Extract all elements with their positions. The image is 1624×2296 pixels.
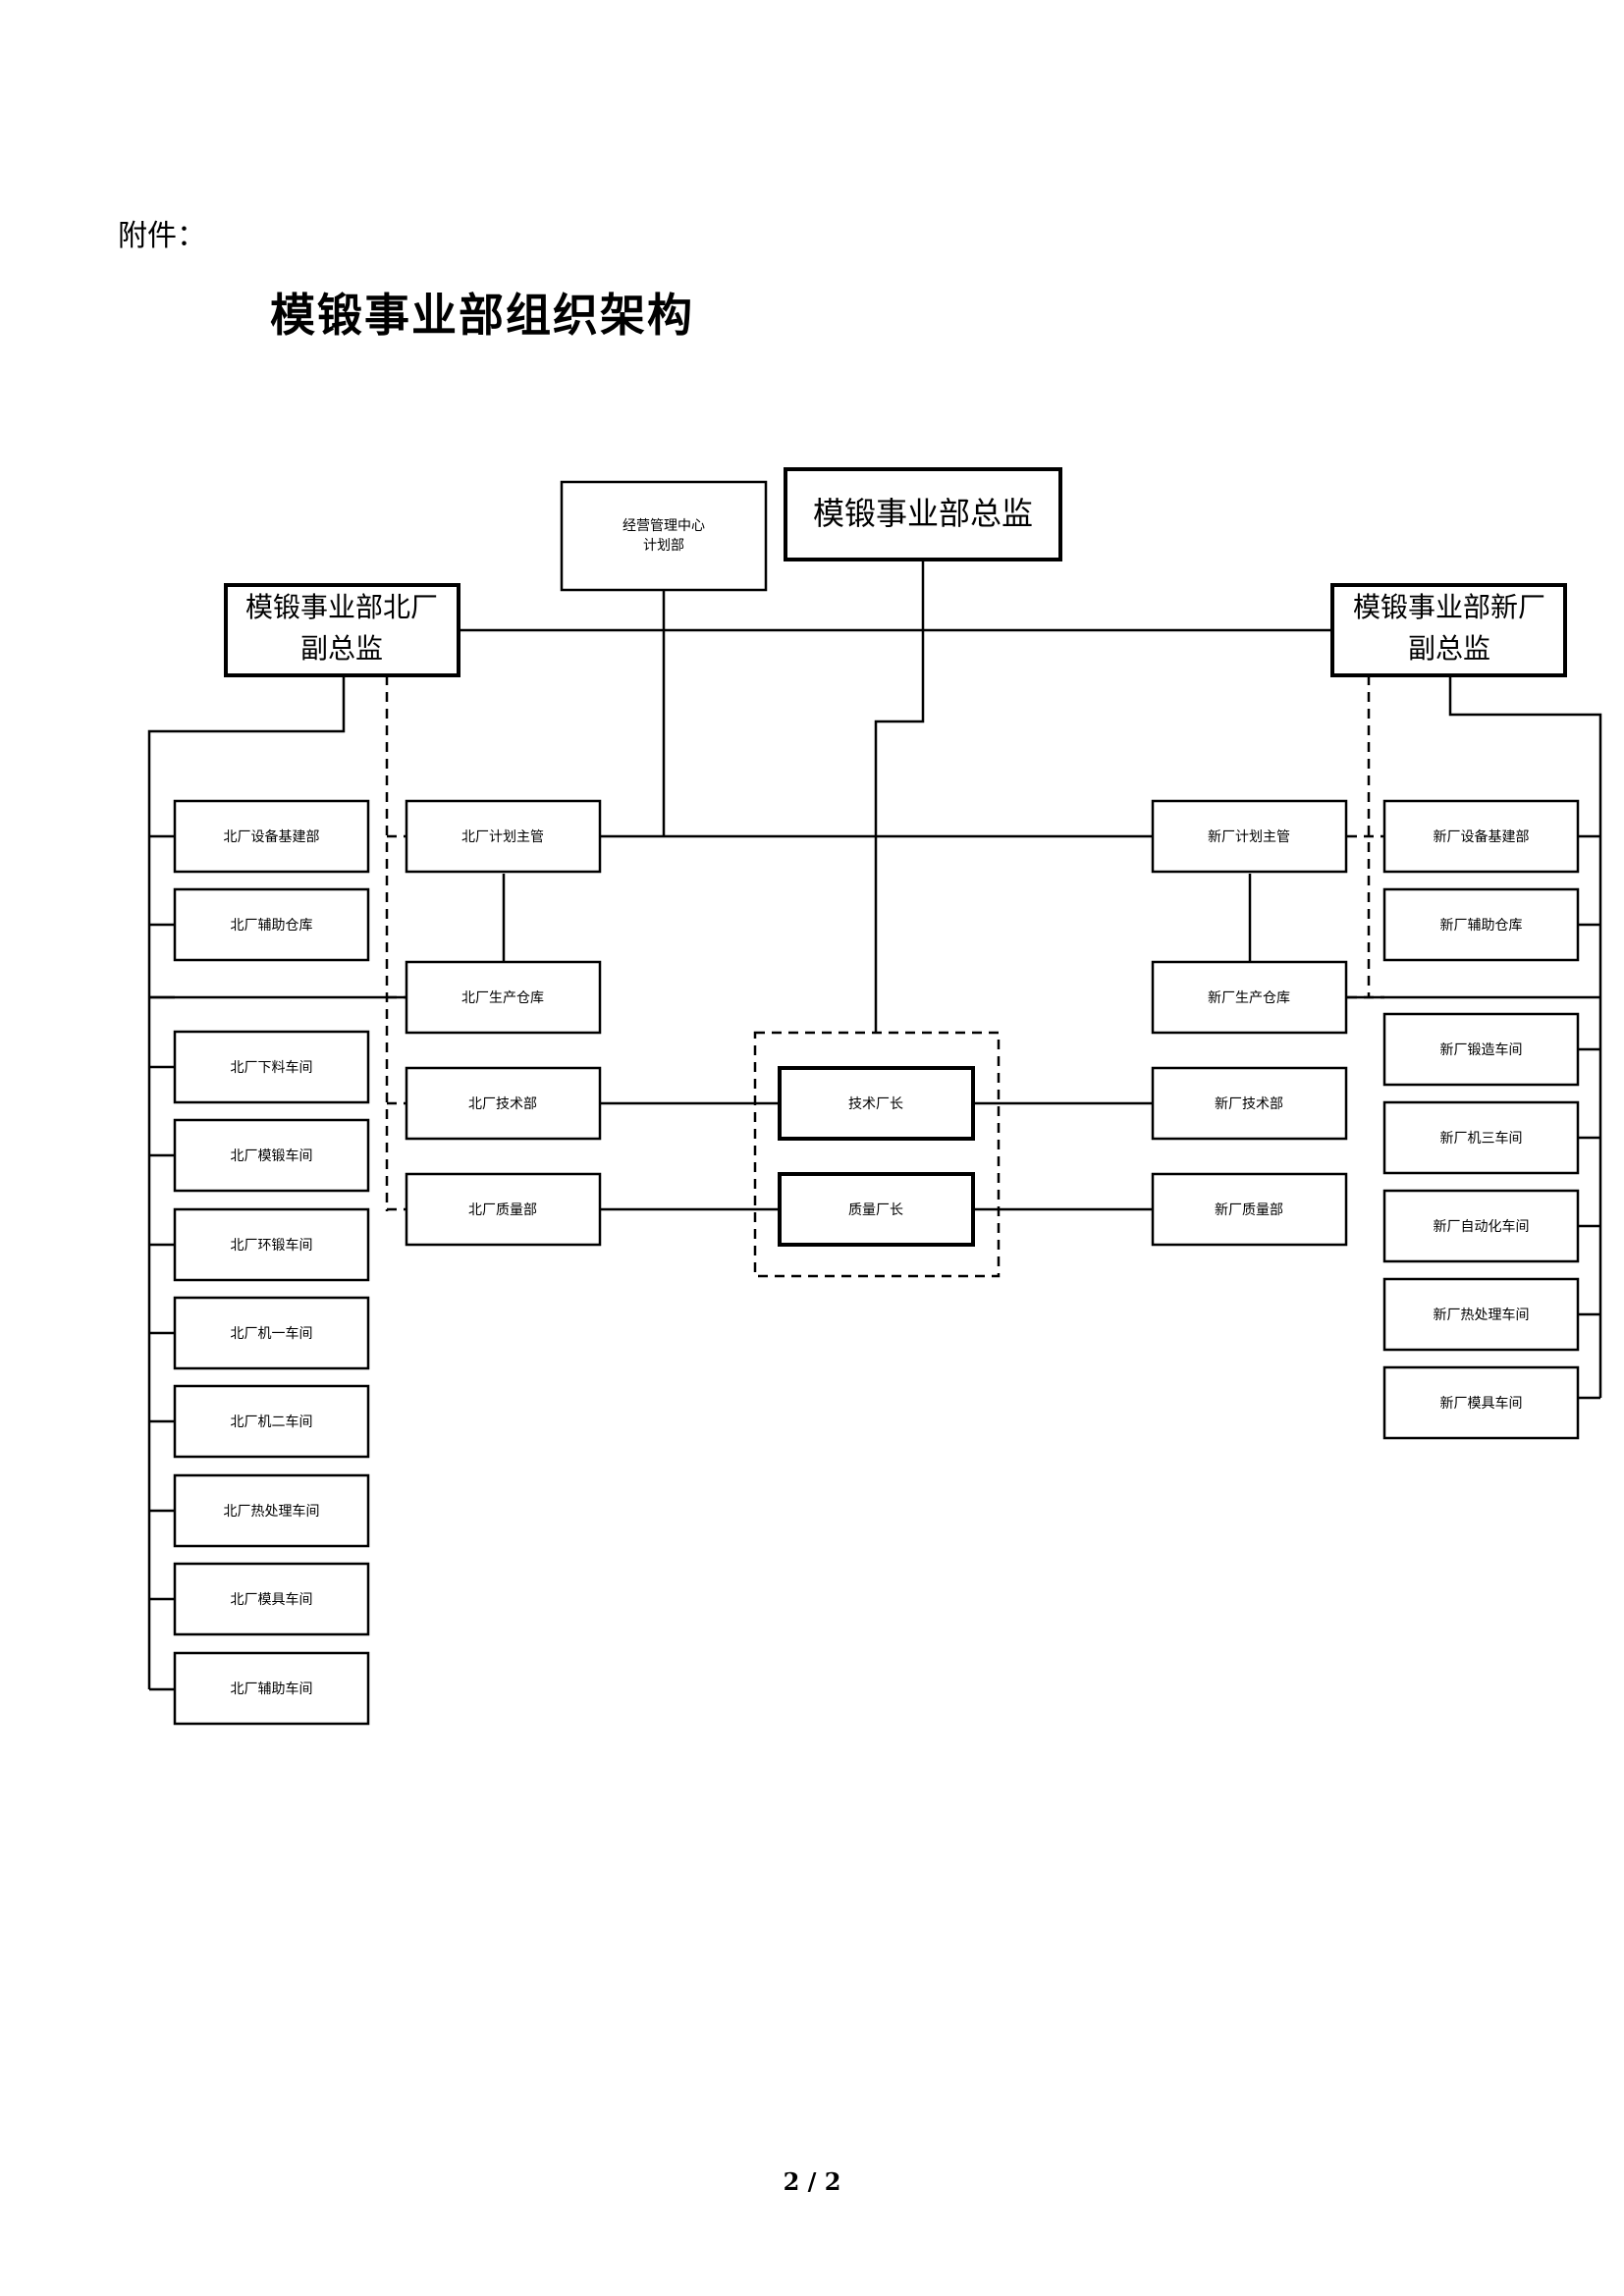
north-unit-list: 北厂设备基建部北厂辅助仓库北厂下料车间北厂模锻车间北厂环锻车间北厂机一车间北厂机… (173, 799, 370, 1726)
north-quality-label: 北厂质量部 (468, 1202, 537, 1218)
north-unit-label: 北厂模锻车间 (231, 1148, 313, 1164)
top-boxes (224, 467, 1567, 677)
new-unit-label: 新厂辅助仓库 (1440, 918, 1523, 934)
page-number: 2 / 2 (783, 2167, 841, 2196)
attachment-label: 附件： (118, 219, 206, 253)
page-title: 模锻事业部组织架构 (270, 289, 694, 342)
north-tech-label: 北厂技术部 (468, 1096, 537, 1112)
new-unit-box (1382, 799, 1580, 874)
north-unit-label: 北厂模具车间 (231, 1591, 313, 1608)
new-unit-label: 新厂模具车间 (1440, 1395, 1523, 1412)
north-tech-box (405, 1066, 602, 1141)
new-unit-label: 新厂设备基建部 (1434, 828, 1530, 845)
mgmt-center-label-2: 计划部 (643, 538, 684, 554)
north-unit-box (173, 1562, 370, 1636)
new-tech-box (1151, 1066, 1348, 1141)
new-unit-list: 新厂设备基建部新厂辅助仓库新厂锻造车间新厂机三车间新厂自动化车间新厂热处理车间新… (1382, 799, 1580, 1440)
new-unit-box (1382, 1189, 1580, 1263)
department-boxes (405, 799, 1348, 1247)
new-unit-label: 新厂锻造车间 (1440, 1041, 1523, 1058)
north-unit-box (173, 1651, 370, 1726)
north-warehouse-box (405, 960, 602, 1035)
new-unit-box (1382, 887, 1580, 962)
north-vp-label-1: 模锻事业部北厂 (245, 591, 438, 623)
new-plan-label: 新厂计划主管 (1208, 829, 1290, 845)
connector-lines (147, 561, 1602, 1691)
north-unit-label: 北厂机二车间 (231, 1414, 313, 1430)
new-vp-label-2: 副总监 (1408, 632, 1490, 665)
tech-director-label: 技术厂长 (848, 1096, 903, 1112)
new-unit-box (1382, 1012, 1580, 1087)
new-quality-box (1151, 1172, 1348, 1247)
new-unit-label: 新厂热处理车间 (1434, 1307, 1530, 1323)
director-to-bus-line (874, 601, 925, 1033)
north-unit-label: 北厂辅助仓库 (231, 918, 313, 934)
quality-director-box (778, 1172, 975, 1247)
new-unit-box (1382, 1277, 1580, 1352)
north-unit-box (173, 1473, 370, 1548)
mgmt-center-box (560, 480, 768, 592)
north-unit-label: 北厂环锻车间 (231, 1237, 313, 1254)
north-unit-box (173, 1384, 370, 1459)
north-vp-label-2: 副总监 (300, 632, 383, 665)
north-unit-label: 北厂辅助车间 (231, 1681, 313, 1697)
new-vp-spine-line (1448, 675, 1602, 1398)
north-plan-label: 北厂计划主管 (461, 829, 544, 845)
new-unit-box (1382, 1100, 1580, 1175)
north-quality-box (405, 1172, 602, 1247)
north-unit-box (173, 1207, 370, 1282)
factory-directors-group (753, 1031, 1001, 1278)
north-warehouse-label: 北厂生产仓库 (461, 990, 544, 1006)
north-unit-box (173, 1296, 370, 1370)
factory-director-boxes (778, 1066, 975, 1247)
quality-director-label: 质量厂长 (848, 1202, 903, 1218)
new-tech-label: 新厂技术部 (1215, 1096, 1283, 1112)
director-box (784, 467, 1062, 561)
tech-director-box (778, 1066, 975, 1141)
new-unit-box (1382, 1365, 1580, 1440)
director-label: 模锻事业部总监 (813, 495, 1033, 532)
new-vp-label-1: 模锻事业部新厂 (1353, 591, 1545, 623)
north-unit-label: 北厂机一车间 (231, 1325, 313, 1342)
north-unit-label: 北厂设备基建部 (224, 828, 320, 845)
mgmt-center-label-1: 经营管理中心 (623, 518, 705, 534)
new-plan-box (1151, 799, 1348, 874)
new-unit-label: 新厂机三车间 (1440, 1130, 1523, 1147)
north-unit-label: 北厂下料车间 (231, 1059, 313, 1076)
new-quality-label: 新厂质量部 (1215, 1202, 1283, 1218)
north-unit-box (173, 1118, 370, 1193)
north-vp-box (224, 583, 460, 677)
new-warehouse-label: 新厂生产仓库 (1208, 990, 1290, 1006)
north-vp-spine-line (147, 675, 346, 1689)
new-vp-box (1330, 583, 1567, 677)
north-unit-box (173, 1030, 370, 1104)
north-unit-label: 北厂热处理车间 (224, 1503, 320, 1520)
north-unit-box (173, 799, 370, 874)
north-plan-box (405, 799, 602, 874)
new-unit-label: 新厂自动化车间 (1434, 1218, 1530, 1235)
new-warehouse-box (1151, 960, 1348, 1035)
north-unit-box (173, 887, 370, 962)
